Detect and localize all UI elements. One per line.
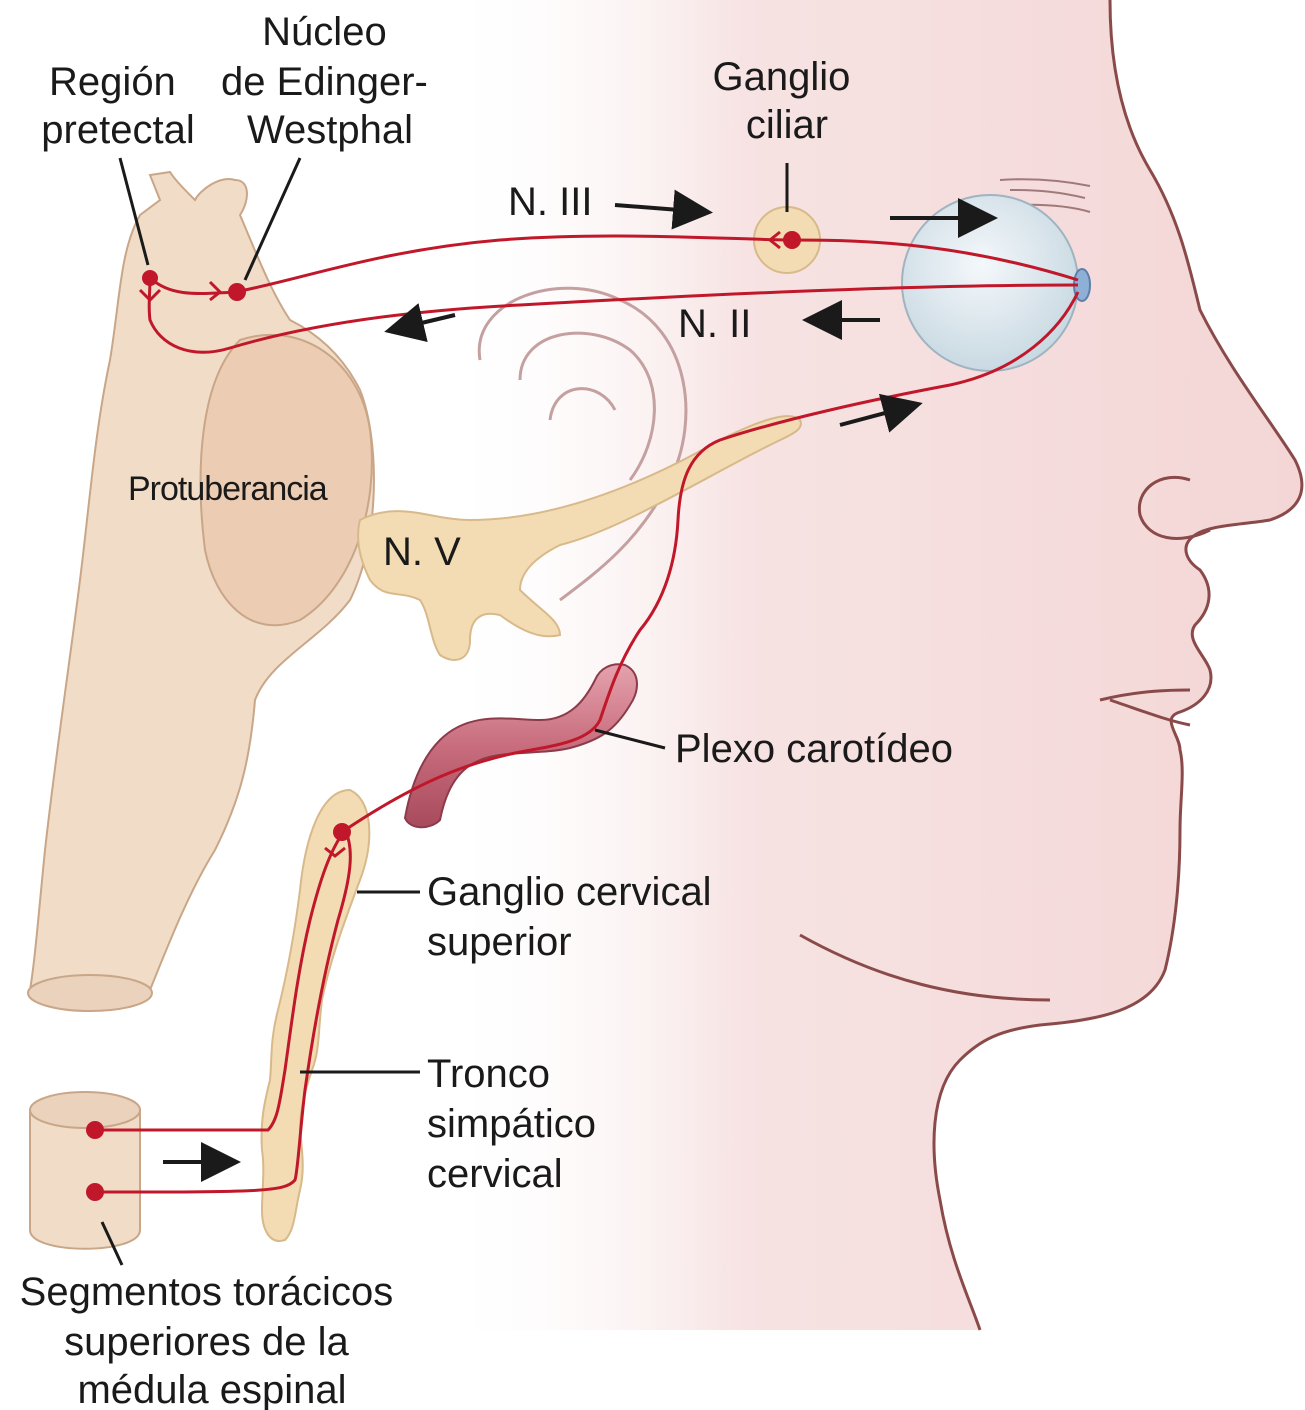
label-nerve-iii: N. III — [508, 180, 592, 224]
label-edinger-westphal: Núcleo de Edinger- Westphal — [221, 10, 439, 152]
ew-neuron — [228, 283, 246, 301]
spinal-neuron-1 — [86, 1121, 104, 1139]
ciliary-neuron — [783, 231, 801, 249]
pretectal-neuron — [142, 270, 158, 286]
eyeball — [902, 195, 1078, 371]
spinal-neuron-2 — [86, 1183, 104, 1201]
cervical-ganglion-neuron — [333, 823, 351, 841]
label-thoracic-segments: Segmentos torácicos superiores de la méd… — [20, 1270, 405, 1410]
label-nerve-v: N. V — [383, 530, 461, 574]
label-region-pretectal: Región pretectal — [41, 60, 194, 152]
label-pons: Protuberancia — [128, 470, 328, 508]
spinal-cord-segment — [30, 1092, 140, 1249]
label-nerve-ii: N. II — [678, 302, 751, 346]
label-carotid-plexus: Plexo carotídeo — [675, 727, 953, 771]
brainstem-cut — [28, 975, 152, 1011]
